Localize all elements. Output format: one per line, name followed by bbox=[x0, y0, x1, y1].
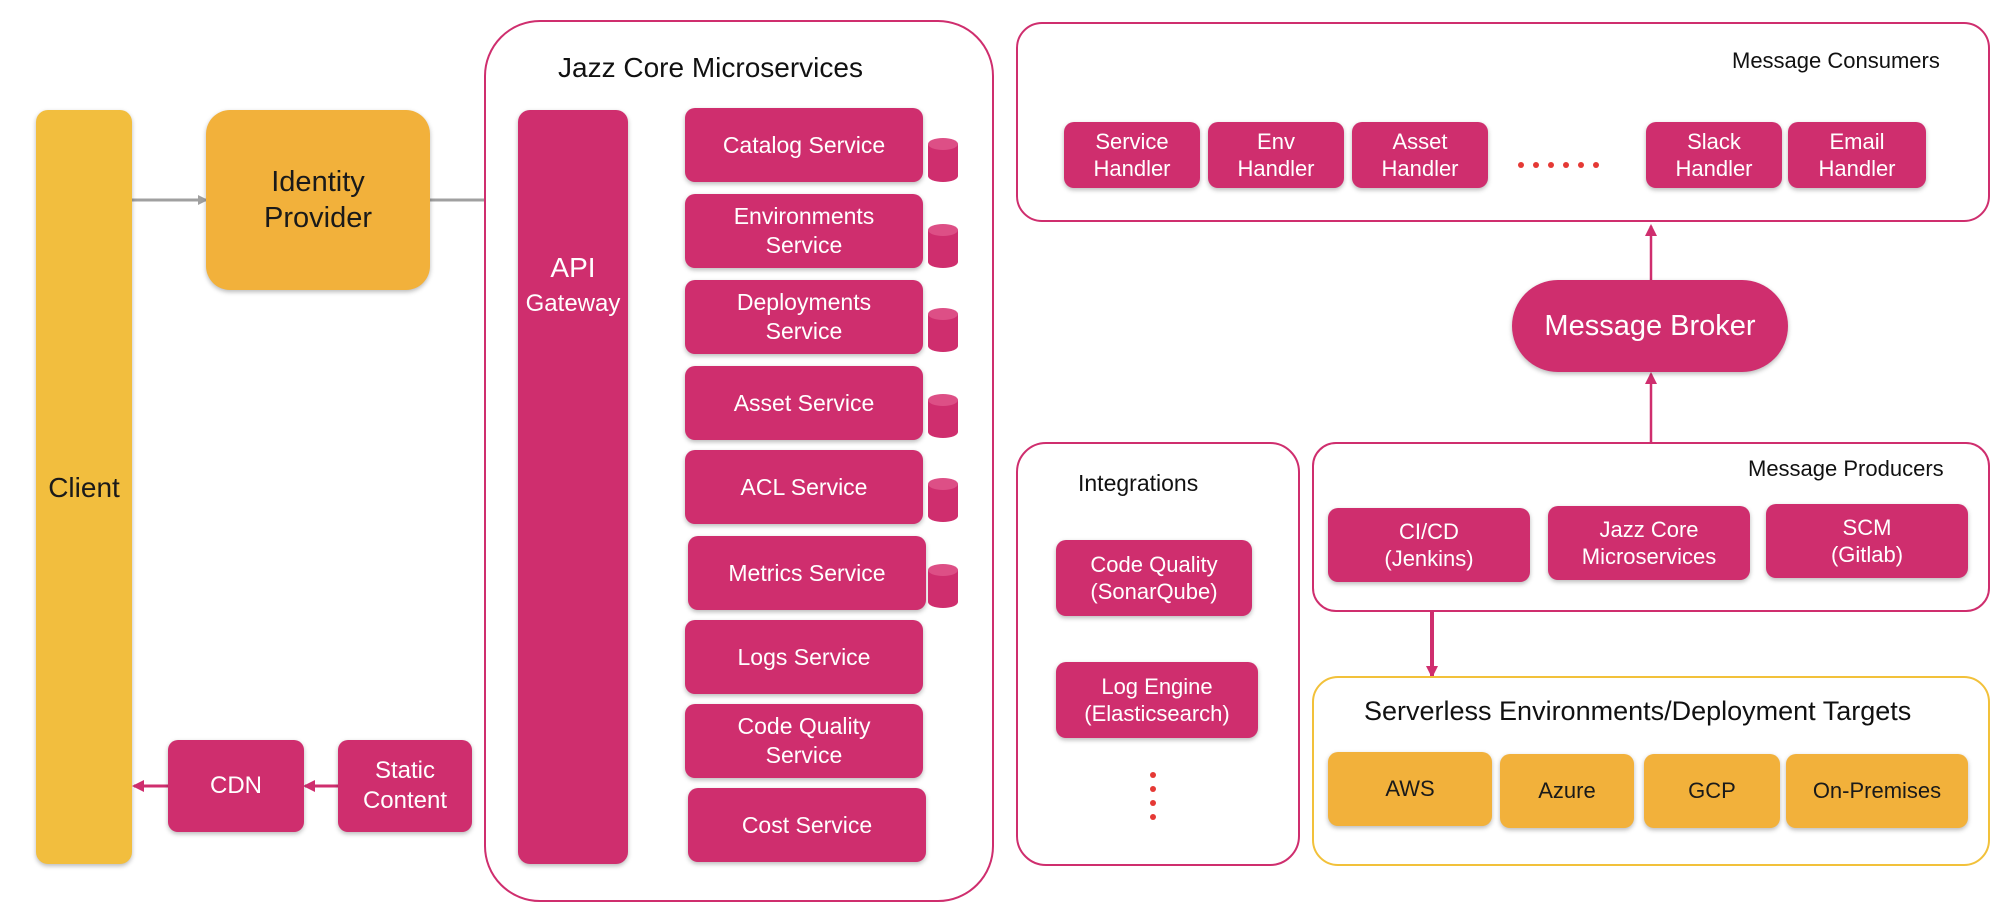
code-quality-integration-box: Code Quality (SonarQube) bbox=[1056, 540, 1252, 616]
message-broker-label: Message Broker bbox=[1544, 309, 1756, 342]
integrations-title: Integrations bbox=[1078, 470, 1199, 496]
environments-service-label: Environments Service bbox=[733, 203, 875, 258]
static-content-label: Static Content bbox=[362, 757, 448, 814]
api-gateway-sublabel: Gateway bbox=[525, 290, 621, 317]
client-box: Client bbox=[36, 110, 132, 864]
code-quality-integration-label: Code Quality (SonarQube) bbox=[1090, 551, 1218, 605]
api-gateway-box: API Gateway bbox=[518, 110, 628, 864]
acl-service-label: ACL Service bbox=[740, 473, 868, 500]
email-handler-box: Email Handler bbox=[1788, 122, 1926, 188]
catalog-service-label: Catalog Service bbox=[722, 131, 886, 158]
scm-gitlab-box: SCM (Gitlab) bbox=[1766, 504, 1968, 578]
static-content-box: Static Content bbox=[338, 740, 472, 832]
message-broker-box: Message Broker bbox=[1512, 280, 1788, 372]
logs-service-box: Logs Service bbox=[685, 620, 923, 694]
asset-handler-label: Asset Handler bbox=[1381, 128, 1459, 182]
aws-target-box: AWS bbox=[1328, 752, 1492, 826]
message-producers-title: Message Producers bbox=[1748, 456, 1944, 481]
integrations-frame bbox=[1016, 442, 1300, 866]
logs-service-label: Logs Service bbox=[737, 643, 871, 670]
service-handler-label: Service Handler bbox=[1093, 128, 1171, 182]
cdn-box: CDN bbox=[168, 740, 304, 832]
api-gateway-label: API bbox=[550, 252, 596, 283]
asset-handler-box: Asset Handler bbox=[1352, 122, 1488, 188]
identity-provider-label: Identity Provider bbox=[264, 165, 372, 234]
more-integrations-ellipsis bbox=[1150, 772, 1156, 820]
asset-service-box: Asset Service bbox=[685, 366, 923, 440]
scm-gitlab-label: SCM (Gitlab) bbox=[1830, 514, 1904, 568]
identity-provider-box: Identity Provider bbox=[206, 110, 430, 290]
gcp-target-label: GCP bbox=[1688, 778, 1736, 804]
message-consumers-title: Message Consumers bbox=[1732, 48, 1940, 73]
log-engine-integration-label: Log Engine (Elasticsearch) bbox=[1084, 673, 1230, 727]
environments-service-box: Environments Service bbox=[685, 194, 923, 268]
env-handler-box: Env Handler bbox=[1208, 122, 1344, 188]
gcp-target-box: GCP bbox=[1644, 754, 1780, 828]
jazz-core-producer-box: Jazz Core Microservices bbox=[1548, 506, 1750, 580]
acl-service-box: ACL Service bbox=[685, 450, 923, 524]
cicd-jenkins-label: CI/CD (Jenkins) bbox=[1384, 518, 1474, 572]
on-premises-target-box: On-Premises bbox=[1786, 754, 1968, 828]
more-handlers-ellipsis bbox=[1518, 162, 1599, 168]
azure-target-label: Azure bbox=[1538, 778, 1596, 804]
slack-handler-label: Slack Handler bbox=[1675, 128, 1753, 182]
service-handler-box: Service Handler bbox=[1064, 122, 1200, 188]
client-label: Client bbox=[48, 471, 120, 503]
env-handler-label: Env Handler bbox=[1237, 128, 1315, 182]
cost-service-label: Cost Service bbox=[741, 811, 873, 838]
deployment-targets-title: Serverless Environments/Deployment Targe… bbox=[1364, 696, 1912, 726]
deployments-service-box: Deployments Service bbox=[685, 280, 923, 354]
jazz-core-producer-label: Jazz Core Microservices bbox=[1581, 516, 1717, 570]
azure-target-box: Azure bbox=[1500, 754, 1634, 828]
cost-service-box: Cost Service bbox=[688, 788, 926, 862]
log-engine-integration-box: Log Engine (Elasticsearch) bbox=[1056, 662, 1258, 738]
email-handler-label: Email Handler bbox=[1818, 128, 1896, 182]
cdn-label: CDN bbox=[210, 772, 262, 799]
aws-target-label: AWS bbox=[1385, 776, 1435, 802]
code-quality-service-label: Code Quality Service bbox=[737, 713, 871, 768]
metrics-service-box: Metrics Service bbox=[688, 536, 926, 610]
metrics-service-label: Metrics Service bbox=[728, 559, 886, 586]
cicd-jenkins-box: CI/CD (Jenkins) bbox=[1328, 508, 1530, 582]
slack-handler-box: Slack Handler bbox=[1646, 122, 1782, 188]
code-quality-service-box: Code Quality Service bbox=[685, 704, 923, 778]
catalog-service-box: Catalog Service bbox=[685, 108, 923, 182]
deployments-service-label: Deployments Service bbox=[736, 289, 872, 344]
core-microservices-title: Jazz Core Microservices bbox=[558, 52, 863, 83]
on-premises-target-label: On-Premises bbox=[1812, 778, 1942, 804]
asset-service-label: Asset Service bbox=[733, 389, 875, 416]
